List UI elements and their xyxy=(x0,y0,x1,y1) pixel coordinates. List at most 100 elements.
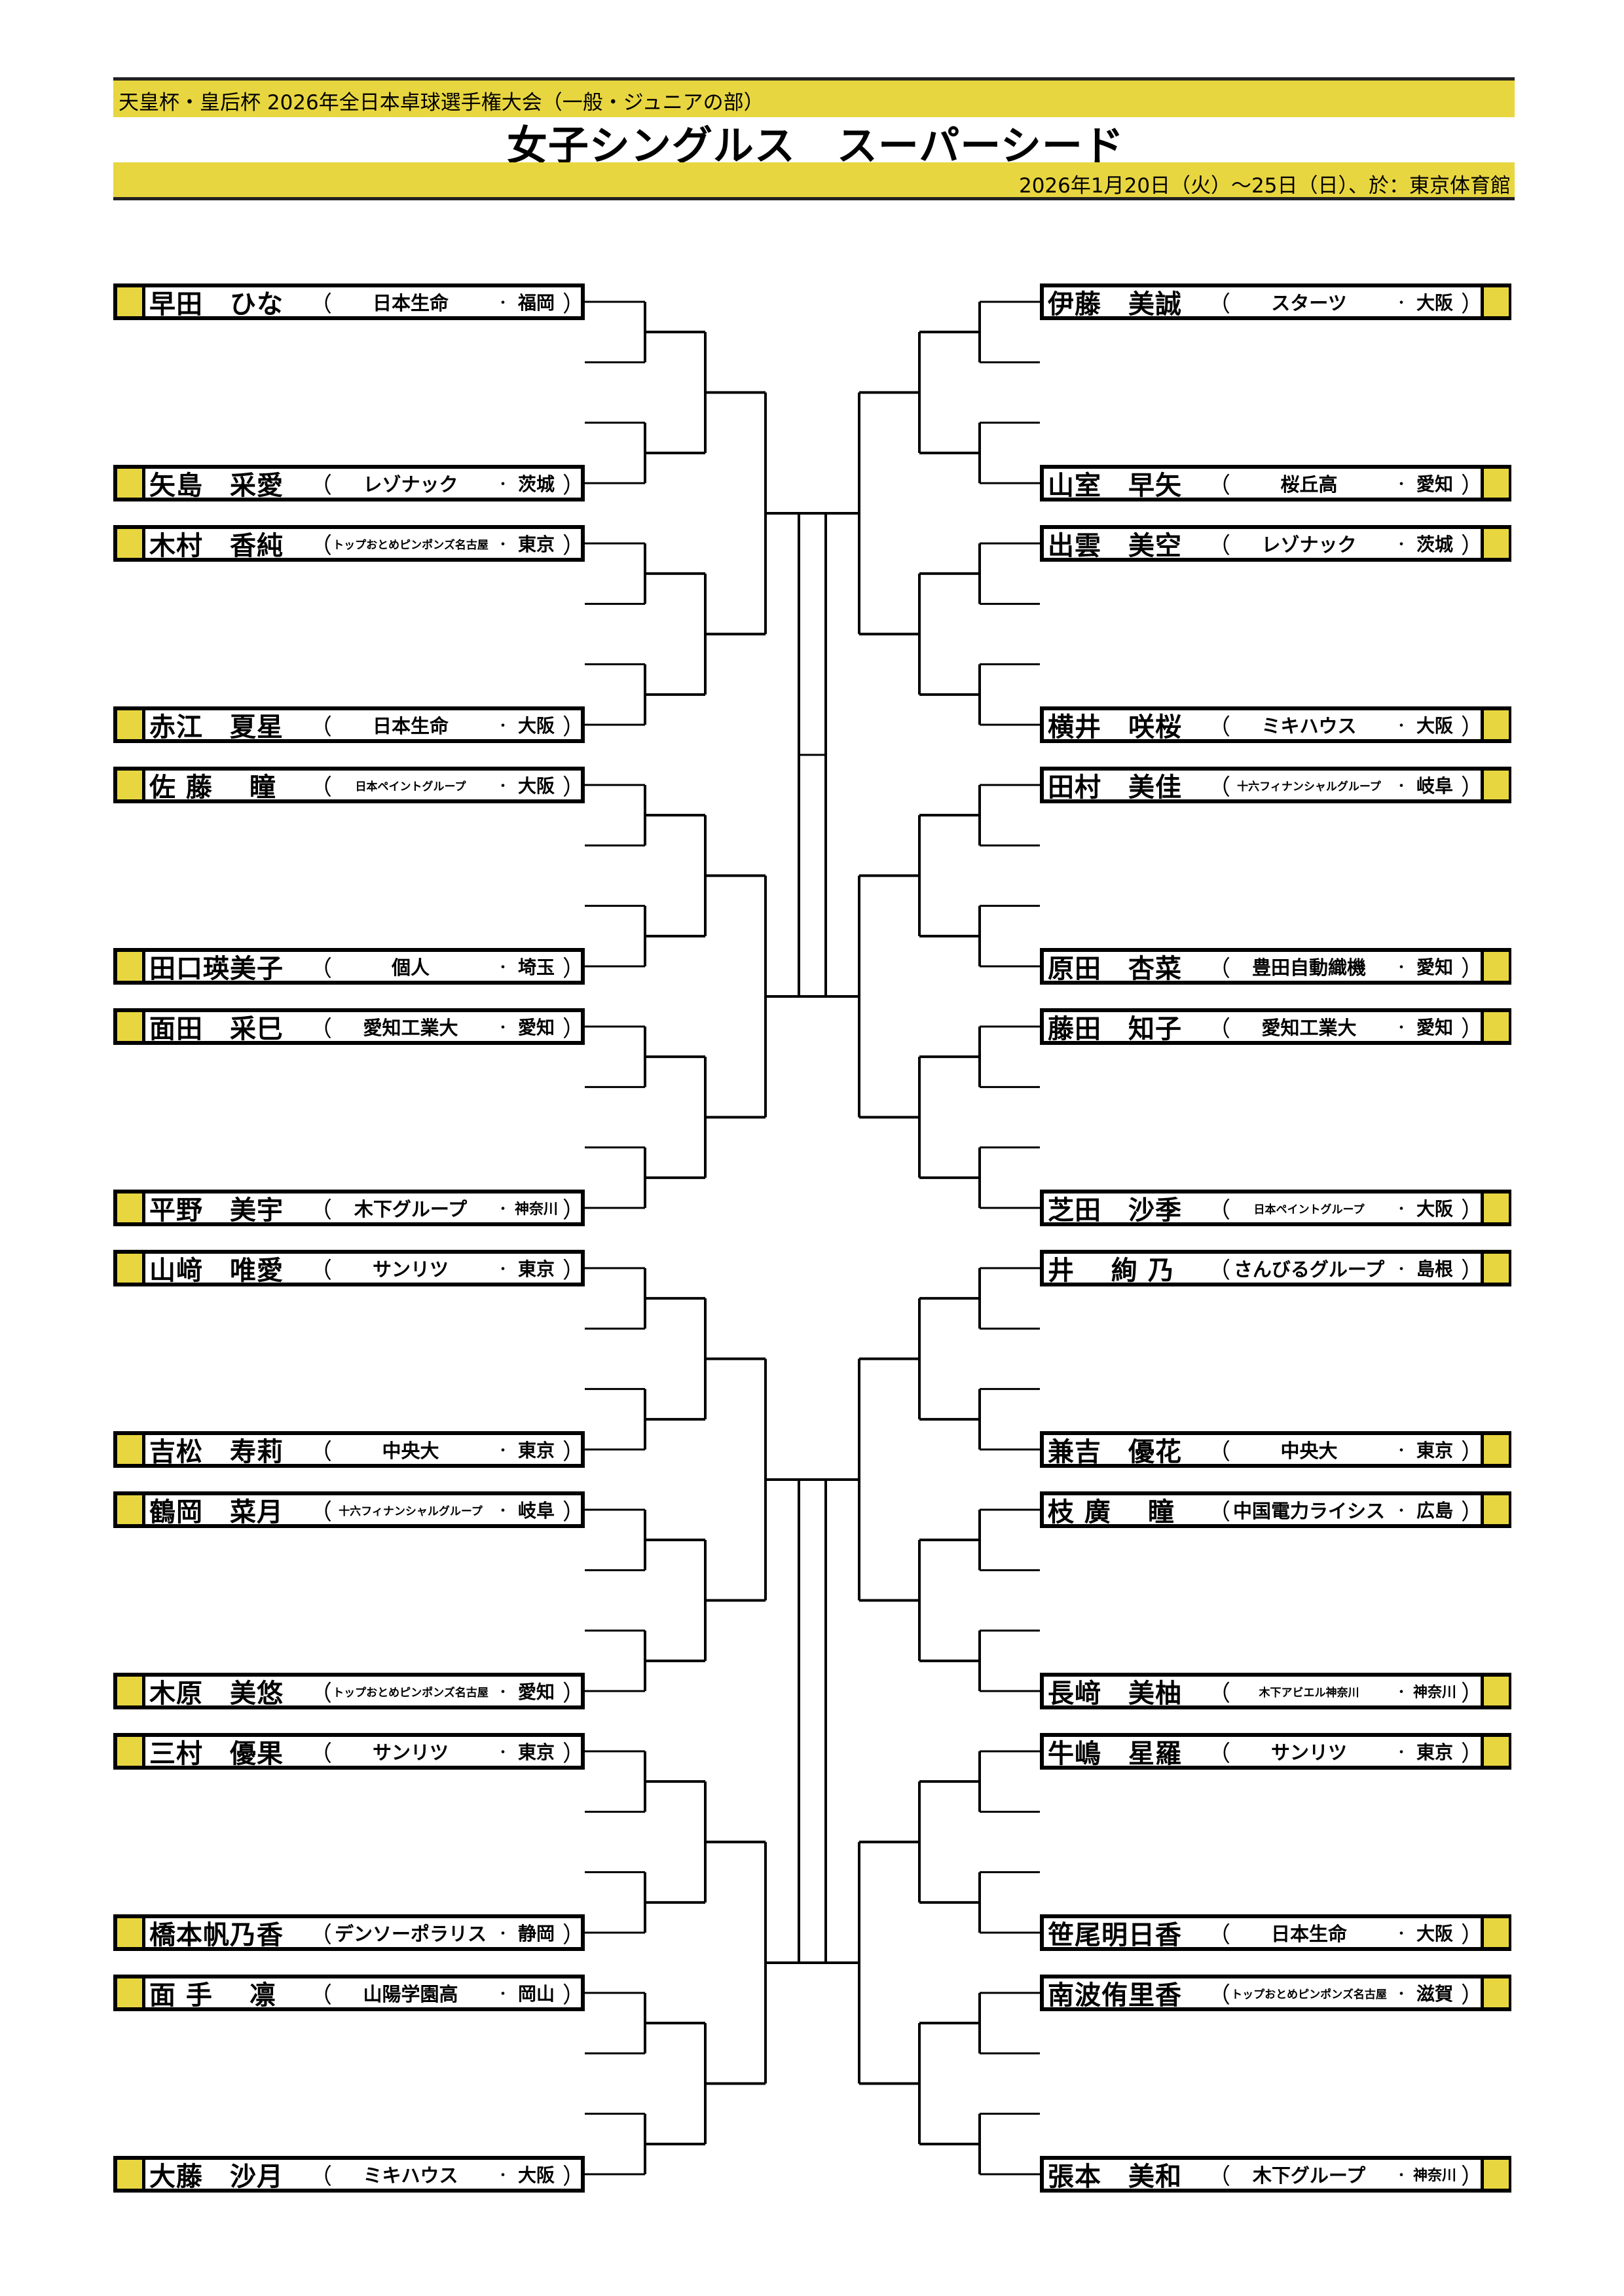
paren-open: （ xyxy=(310,1922,332,1948)
separator-dot: ・ xyxy=(496,1201,511,1218)
player-info: 橋本帆乃香（デンソーポラリス・静岡） xyxy=(145,1918,585,1950)
paren-open: （ xyxy=(1208,1982,1230,2009)
separator-dot: ・ xyxy=(1394,1020,1409,1036)
player-prefecture: 岡山 xyxy=(517,1983,555,2005)
player-club: 桜丘高 xyxy=(1280,473,1338,496)
separator-dot: ・ xyxy=(496,295,511,312)
player-info: 木原 美悠（トップおとめピンポンズ名古屋・愛知） xyxy=(145,1677,585,1709)
separator-dot: ・ xyxy=(1394,1986,1409,2003)
player-club: 木下グループ xyxy=(354,1198,468,1220)
player-entry: 井 絢 乃（さんびるグループ・島根） xyxy=(1040,1250,1511,1286)
player-prefecture: 愛知 xyxy=(517,1681,555,1703)
player-name: 南波侑里香 xyxy=(1048,1980,1182,2011)
player-info: 長﨑 美柚（木下アビエル神奈川・神奈川） xyxy=(1044,1677,1483,1709)
player-info: 面田 采巳（愛知工業大・愛知） xyxy=(145,1012,585,1044)
player-entry: 佐 藤 瞳（日本ペイントグループ・大阪） xyxy=(113,767,585,803)
tournament-name: 天皇杯・皇后杯 2026年全日本卓球選手権大会（一般・ジュニアの部） xyxy=(119,91,764,115)
paren-open: （ xyxy=(310,291,332,318)
seed-marker xyxy=(117,1677,145,1705)
player-club: スターツ xyxy=(1271,292,1347,314)
seed-marker xyxy=(117,1737,145,1766)
paren-open: （ xyxy=(310,774,332,801)
separator-dot: ・ xyxy=(1394,2168,1409,2184)
seed-marker xyxy=(117,1435,145,1464)
player-entry: 早田 ひな（日本生命・福岡） xyxy=(113,283,585,320)
player-name: 吉松 寿莉 xyxy=(149,1437,284,1467)
player-club: 中央大 xyxy=(1280,1440,1338,1462)
player-name: 出雲 美空 xyxy=(1048,531,1182,561)
player-info: 出雲 美空（レゾナック・茨城） xyxy=(1044,529,1483,561)
paren-close: ） xyxy=(563,472,585,499)
player-info: 平野 美宇（木下グループ・神奈川） xyxy=(145,1194,585,1226)
player-entry: 伊藤 美誠（スターツ・大阪） xyxy=(1040,283,1511,320)
player-entry: 吉松 寿莉（中央大・東京） xyxy=(113,1431,585,1468)
player-info: 南波侑里香（トップおとめピンポンズ名古屋・滋賀） xyxy=(1044,1978,1483,2011)
seed-marker xyxy=(1481,1495,1509,1524)
player-name: 面田 采巳 xyxy=(149,1014,284,1044)
paren-open: （ xyxy=(1208,1015,1230,1042)
player-club: 愛知工業大 xyxy=(363,1017,458,1039)
paren-open: （ xyxy=(1208,1740,1230,1767)
paren-open: （ xyxy=(310,1438,332,1465)
paren-close: ） xyxy=(563,774,585,801)
player-info: 井 絢 乃（さんびるグループ・島根） xyxy=(1044,1254,1483,1286)
paren-open: （ xyxy=(1208,291,1230,318)
date-banner: 2026年1月20日（火）〜25日（日）、於：東京体育館 xyxy=(113,162,1515,200)
player-name: 原田 杏菜 xyxy=(1048,954,1182,984)
player-entry: 木村 香純（トップおとめピンポンズ名古屋・東京） xyxy=(113,525,585,562)
player-info: 伊藤 美誠（スターツ・大阪） xyxy=(1044,287,1483,319)
separator-dot: ・ xyxy=(1394,1262,1409,1278)
player-name: 横井 咲桜 xyxy=(1048,712,1182,742)
paren-close: ） xyxy=(1461,1740,1483,1767)
seed-marker xyxy=(117,710,145,739)
player-club: サンリツ xyxy=(372,1741,449,1764)
player-club: サンリツ xyxy=(1270,1741,1347,1764)
player-club: 日本生命 xyxy=(1270,1923,1347,1945)
separator-dot: ・ xyxy=(1394,295,1409,312)
player-name: 山﨑 唯愛 xyxy=(149,1256,284,1286)
separator-dot: ・ xyxy=(1394,1443,1409,1459)
paren-close: ） xyxy=(563,532,585,559)
player-entry: 南波侑里香（トップおとめピンポンズ名古屋・滋賀） xyxy=(1040,1975,1511,2011)
paren-close: ） xyxy=(1461,1438,1483,1465)
player-club: トップおとめピンポンズ名古屋 xyxy=(1231,1988,1387,2001)
player-info: 赤江 夏星（日本生命・大阪） xyxy=(145,710,585,742)
paren-open: （ xyxy=(1208,1680,1230,1707)
player-prefecture: 岐阜 xyxy=(517,1500,555,1522)
paren-open: （ xyxy=(310,532,332,559)
player-entry: 藤田 知子（愛知工業大・愛知） xyxy=(1040,1008,1511,1045)
player-name: 田村 美佳 xyxy=(1048,773,1182,803)
player-name: 張本 美和 xyxy=(1048,2162,1182,2192)
player-club: レゾナック xyxy=(363,473,458,496)
separator-dot: ・ xyxy=(496,2168,511,2184)
player-club: 愛知工業大 xyxy=(1261,1017,1357,1039)
separator-dot: ・ xyxy=(1394,1201,1409,1218)
seed-marker xyxy=(1481,469,1509,498)
paren-close: ） xyxy=(1461,291,1483,318)
separator-dot: ・ xyxy=(496,960,511,976)
paren-close: ） xyxy=(563,1257,585,1284)
player-info: 木村 香純（トップおとめピンポンズ名古屋・東京） xyxy=(145,529,585,561)
separator-dot: ・ xyxy=(496,1443,511,1459)
player-club: トップおとめピンポンズ名古屋 xyxy=(333,538,489,552)
player-entry: 笹尾明日香（日本生命・大阪） xyxy=(1040,1914,1511,1951)
player-entry: 山室 早矢（桜丘高・愛知） xyxy=(1040,465,1511,501)
player-prefecture: 滋賀 xyxy=(1416,1983,1453,2005)
player-name: 矢島 采愛 xyxy=(149,471,284,501)
player-info: 矢島 采愛（レゾナック・茨城） xyxy=(145,469,585,501)
player-name: 長﨑 美柚 xyxy=(1048,1679,1182,1709)
paren-close: ） xyxy=(563,1680,585,1707)
separator-dot: ・ xyxy=(496,1745,511,1761)
paren-open: （ xyxy=(1208,532,1230,559)
paren-close: ） xyxy=(1461,1015,1483,1042)
player-info: 藤田 知子（愛知工業大・愛知） xyxy=(1044,1012,1483,1044)
paren-close: ） xyxy=(563,1438,585,1465)
seed-marker xyxy=(1481,1254,1509,1283)
paren-open: （ xyxy=(310,1982,332,2009)
player-info: 田村 美佳（十六フィナンシャルグループ・岐阜） xyxy=(1044,771,1483,803)
player-prefecture: 愛知 xyxy=(517,1017,555,1038)
paren-close: ） xyxy=(1461,774,1483,801)
paren-close: ） xyxy=(1461,1499,1483,1525)
player-club: 中央大 xyxy=(382,1440,439,1462)
player-club: ミキハウス xyxy=(363,2164,458,2187)
